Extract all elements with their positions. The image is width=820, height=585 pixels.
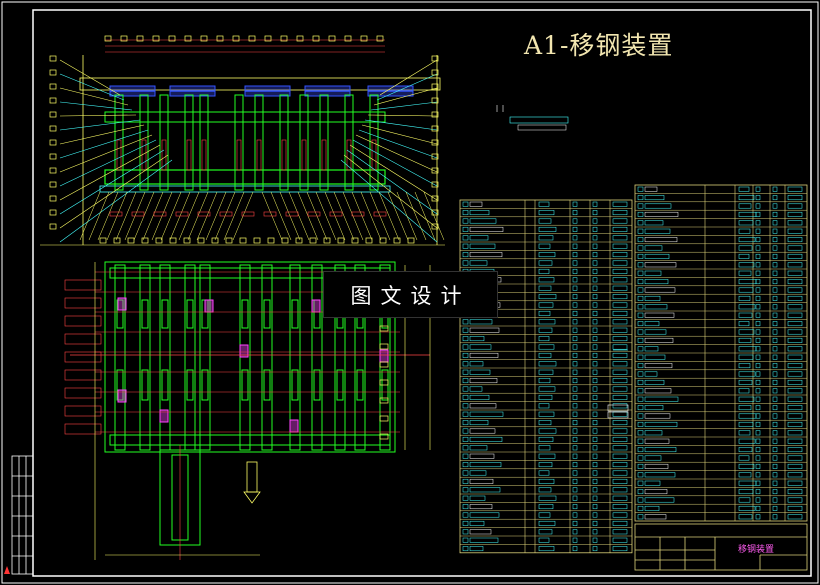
front-view-drawing [40,35,445,246]
watermark-label: 图文设计 [323,271,498,318]
parts-list-table-right [634,184,808,522]
parts-list-table-left [459,199,633,554]
corner-marker [4,566,10,574]
title-block-name: 移钢装置 [738,545,775,555]
drawing-title: A1-移钢装置 [524,31,674,60]
title-block [634,523,808,571]
binding-margin-table [11,455,34,575]
sheet-inner-frame [32,9,812,577]
detail-callouts [496,105,629,419]
